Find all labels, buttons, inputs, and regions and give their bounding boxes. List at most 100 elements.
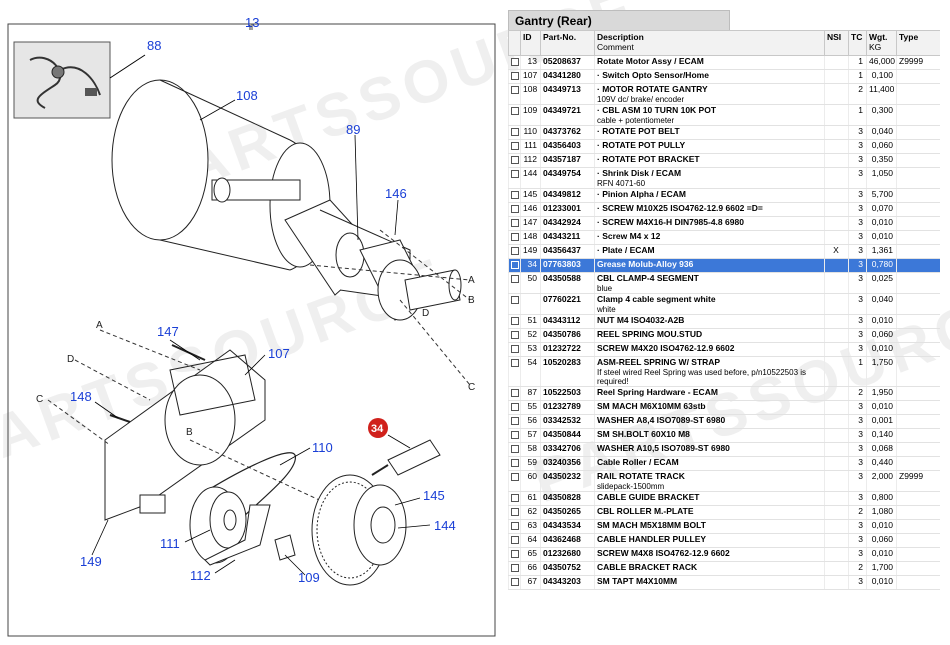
row-checkbox-cell[interactable] <box>508 69 521 84</box>
row-checkbox[interactable] <box>511 142 519 150</box>
row-checkbox[interactable] <box>511 107 519 115</box>
row-checkbox-cell[interactable] <box>508 216 521 231</box>
row-checkbox[interactable] <box>511 473 519 481</box>
row-checkbox[interactable] <box>511 219 519 227</box>
row-checkbox[interactable] <box>511 417 519 425</box>
row-checkbox[interactable] <box>511 156 519 164</box>
row-checkbox[interactable] <box>511 403 519 411</box>
row-checkbox[interactable] <box>511 317 519 325</box>
row-checkbox[interactable] <box>511 233 519 241</box>
column-header-description[interactable]: Description Comment <box>594 30 825 56</box>
row-checkbox[interactable] <box>511 170 519 178</box>
row-checkbox[interactable] <box>511 58 519 66</box>
row-checkbox-cell[interactable] <box>508 104 521 126</box>
row-checkbox-cell[interactable] <box>508 202 521 217</box>
row-checkbox-cell[interactable] <box>508 491 521 506</box>
row-checkbox[interactable] <box>511 578 519 586</box>
row-checkbox-cell[interactable] <box>508 456 521 471</box>
row-checkbox-cell[interactable] <box>508 442 521 457</box>
row-checkbox[interactable] <box>511 72 519 80</box>
row-checkbox[interactable] <box>511 459 519 467</box>
column-header-id[interactable]: ID <box>520 30 541 56</box>
row-checkbox-cell[interactable] <box>508 414 521 429</box>
row-checkbox-cell[interactable] <box>508 533 521 548</box>
column-header-tc[interactable]: TC <box>848 30 867 56</box>
row-checkbox-cell[interactable] <box>508 328 521 343</box>
row-checkbox-cell[interactable] <box>508 153 521 168</box>
column-header-part-no[interactable]: Part-No. <box>540 30 595 56</box>
row-checkbox-cell[interactable] <box>508 400 521 415</box>
row-checkbox[interactable] <box>511 550 519 558</box>
row-checkbox-cell[interactable] <box>508 83 521 105</box>
row-checkbox[interactable] <box>511 331 519 339</box>
row-checkbox-cell[interactable] <box>508 561 521 576</box>
row-checkbox[interactable] <box>511 445 519 453</box>
row-checkbox[interactable] <box>511 508 519 516</box>
row-checkbox-cell[interactable] <box>508 139 521 154</box>
row-checkbox[interactable] <box>511 261 519 269</box>
row-checkbox[interactable] <box>511 205 519 213</box>
row-checkbox-cell[interactable] <box>508 188 521 203</box>
row-checkbox-cell[interactable] <box>508 575 521 590</box>
row-checkbox[interactable] <box>511 275 519 283</box>
row-checkbox[interactable] <box>511 389 519 397</box>
row-checkbox[interactable] <box>511 247 519 255</box>
row-checkbox[interactable] <box>511 564 519 572</box>
row-checkbox[interactable] <box>511 345 519 353</box>
row-checkbox[interactable] <box>511 128 519 136</box>
row-checkbox-cell[interactable] <box>508 547 521 562</box>
row-checkbox[interactable] <box>511 359 519 367</box>
row-checkbox[interactable] <box>511 296 519 304</box>
row-checkbox-cell[interactable] <box>508 342 521 357</box>
row-checkbox-cell[interactable] <box>508 519 521 534</box>
row-checkbox[interactable] <box>511 536 519 544</box>
row-checkbox-cell[interactable] <box>508 293 521 315</box>
row-checkbox-cell[interactable] <box>508 272 521 294</box>
row-checkbox-cell[interactable] <box>508 125 521 140</box>
column-header-type[interactable]: Type <box>896 30 940 56</box>
row-checkbox-cell[interactable] <box>508 244 521 259</box>
column-header-nsi[interactable]: NSI <box>824 30 849 56</box>
row-checkbox-cell[interactable] <box>508 356 521 387</box>
row-checkbox-cell[interactable] <box>508 428 521 443</box>
row-checkbox[interactable] <box>511 86 519 94</box>
column-header-weight[interactable]: Wgt. KG <box>866 30 897 56</box>
row-checkbox-cell[interactable] <box>508 55 521 70</box>
row-checkbox-cell[interactable] <box>508 386 521 401</box>
row-checkbox-cell[interactable] <box>508 230 521 245</box>
row-checkbox-cell[interactable] <box>508 470 521 492</box>
row-checkbox[interactable] <box>511 494 519 502</box>
row-checkbox[interactable] <box>511 191 519 199</box>
row-checkbox-cell[interactable] <box>508 505 521 520</box>
row-checkbox-cell[interactable] <box>508 314 521 329</box>
